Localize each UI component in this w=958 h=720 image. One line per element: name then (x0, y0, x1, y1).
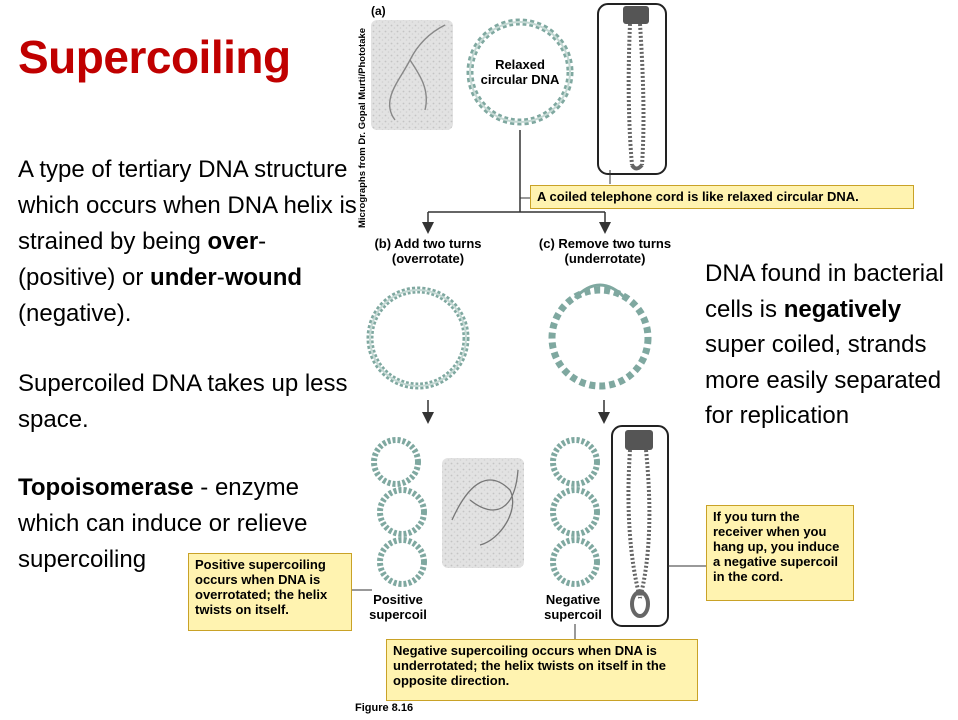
panel-a-label: (a) (371, 4, 386, 18)
hyphen: - (216, 264, 225, 291)
definition-text-3: (negative). (18, 300, 132, 327)
overrotated-dna-strand (369, 289, 467, 387)
relaxed-dna-label: Relaxed circular DNA (470, 57, 570, 87)
space-paragraph: Supercoiled DNA takes up less space. (18, 370, 348, 433)
figure-number: Figure 8.16 (355, 702, 414, 714)
bacterial-dna-paragraph: DNA found in bacterial cells is negative… (705, 256, 955, 434)
under-bold: under (150, 264, 217, 291)
supercoil-micrograph (442, 458, 524, 568)
bacterial-text-1: DNA found in bacterial cells is (705, 260, 944, 323)
negative-label-line1: Negative (545, 592, 601, 607)
relaxed-cord (626, 23, 646, 166)
slide-title: Supercoiling (18, 31, 291, 83)
relaxed-label-line1: Relaxed (495, 57, 545, 72)
phone-receiver (623, 6, 649, 24)
relaxed-micrograph (371, 20, 453, 130)
receiver-callout: If you turn the receiver when you hang u… (706, 505, 854, 601)
phone-receiver-2 (625, 430, 653, 450)
relaxed-dna-strand (469, 21, 571, 123)
telephone-cord-photo (597, 3, 667, 175)
positive-supercoil (371, 437, 427, 587)
micrograph-strand (388, 24, 446, 121)
positive-label-line2: supercoil (369, 607, 427, 622)
definition-paragraph: A type of tertiary DNA structure which o… (18, 152, 358, 332)
positive-supercoil-label: Positive supercoil (358, 592, 438, 622)
topoisomerase-paragraph: Topoisomerase - enzyme which can induce … (18, 470, 358, 578)
add-turns-label: (b) Add two turns (overrotate) (363, 236, 493, 266)
relaxed-label-line2: circular DNA (480, 72, 560, 87)
negative-supercoil (550, 437, 600, 587)
negative-callout: Negative supercoiling occurs when DNA is… (386, 639, 698, 701)
over-bold: over (207, 228, 259, 255)
topoisomerase-text: - enzyme which can induce or relieve sup… (18, 474, 308, 573)
bacterial-text-2: super coiled, strands more easily separa… (705, 331, 942, 429)
supercoiled-cord (626, 449, 652, 599)
negative-supercoil-label: Negative supercoil (533, 592, 613, 622)
cord-loop (630, 163, 644, 171)
photo-credit: Micrographs from Dr. Gopal Murti/Photota… (357, 28, 369, 228)
underrotated-dna-circle (548, 286, 652, 390)
remove-turns-label: (c) Remove two turns (underrotate) (525, 236, 685, 266)
negative-label-line2: supercoil (544, 607, 602, 622)
cord-coil-loop (630, 590, 650, 618)
credit-text: Micrographs from Dr. Gopal Murti/Photota… (357, 27, 368, 228)
topoisomerase-bold: Topoisomerase (18, 474, 194, 501)
add-turns-line1: (b) Add two turns (374, 236, 482, 251)
cord-callout: A coiled telephone cord is like relaxed … (530, 185, 914, 209)
positive-label-line1: Positive (373, 592, 423, 607)
underrotated-bulge (573, 283, 627, 300)
definition-text-2: - (positive) or (18, 228, 267, 291)
supercoiled-cord-photo (611, 425, 669, 627)
supercoil-micrograph-strand (451, 469, 519, 546)
wound-bold: wound (224, 264, 303, 291)
positive-callout: Positive supercoiling occurs when DNA is… (188, 553, 352, 631)
negatively-bold: negatively (783, 295, 902, 323)
definition-text-1: A type of tertiary DNA structure which o… (18, 156, 357, 255)
add-turns-line2: (overrotate) (391, 251, 465, 266)
remove-turns-line1: (c) Remove two turns (538, 236, 672, 251)
remove-turns-line2: (underrotate) (564, 251, 646, 266)
